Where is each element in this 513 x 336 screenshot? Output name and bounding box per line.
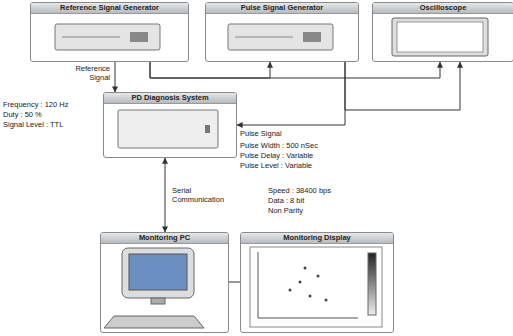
signal-generator-device [228, 24, 333, 50]
data-dot [304, 267, 307, 270]
signal-connector [165, 158, 166, 232]
device-body [118, 110, 218, 148]
device-body [228, 24, 333, 50]
device-box: Reference Signal Generator [30, 2, 189, 62]
device-box: Pulse Signal Generator [205, 2, 359, 62]
device-box: Oscilloscope [372, 2, 513, 62]
signal-spec: Signal Level : TTL [3, 120, 63, 129]
device-screen [397, 22, 483, 52]
monitor-body [122, 248, 194, 298]
oscilloscope-device [392, 18, 488, 56]
signal-connector [237, 62, 345, 125]
monitor-stand [151, 298, 165, 304]
device-port [205, 125, 210, 133]
device-body [392, 18, 488, 56]
device-slot [235, 37, 293, 38]
device-box: Monitoring Display [240, 232, 394, 333]
box-title: Oscilloscope [373, 3, 513, 14]
device-button [303, 32, 321, 42]
device-slot [62, 37, 120, 38]
signal-spec: Pulse Width : 500 nSec [240, 141, 318, 150]
signal-spec: Data : 8 bit [268, 196, 304, 205]
monitor-screen [129, 254, 187, 290]
data-dot [317, 275, 320, 278]
device-box: PD Diagnosis System [103, 92, 237, 158]
signal-connector [115, 62, 116, 92]
signal-connector [229, 282, 240, 283]
box-title: Monitoring Display [241, 233, 393, 244]
signal-spec: Pulse Delay : Variable [240, 151, 313, 160]
device-body [55, 24, 160, 50]
data-dot [309, 295, 312, 298]
data-dot [289, 289, 292, 292]
signal-connector [150, 62, 270, 78]
signal-spec: Speed : 38400 bps [268, 186, 331, 195]
box-title: Pulse Signal Generator [206, 3, 358, 14]
signal-spec: Frequency : 120 Hz [3, 100, 68, 109]
device-button [130, 32, 148, 42]
keyboard [104, 316, 204, 328]
data-dot [325, 299, 328, 302]
box-title: PD Diagnosis System [104, 93, 236, 104]
signal-connector [345, 62, 460, 110]
signal-spec: Pulse Level : Variable [240, 161, 312, 170]
box-title: Reference Signal Generator [31, 3, 188, 14]
signal-spec: Duty : 50 % [3, 110, 42, 119]
box-title: Monitoring PC [101, 233, 228, 244]
display-illustration [250, 247, 382, 327]
display-panel [250, 247, 382, 327]
pd-system-device [118, 110, 218, 148]
connector-label: Reference Signal [64, 64, 110, 82]
device-box: Monitoring PC [100, 232, 229, 333]
connector-label: Serial Communication [172, 186, 232, 204]
signal-spec: Non Parity [268, 206, 303, 215]
signal-generator-device [55, 24, 160, 50]
pc-illustration [104, 248, 204, 328]
chart-axis [258, 252, 259, 318]
signal-connector [150, 62, 440, 78]
connector-label: Pulse Signal [240, 129, 330, 138]
chart-axis [258, 318, 358, 319]
data-dot [299, 281, 302, 284]
color-bar [368, 253, 376, 315]
